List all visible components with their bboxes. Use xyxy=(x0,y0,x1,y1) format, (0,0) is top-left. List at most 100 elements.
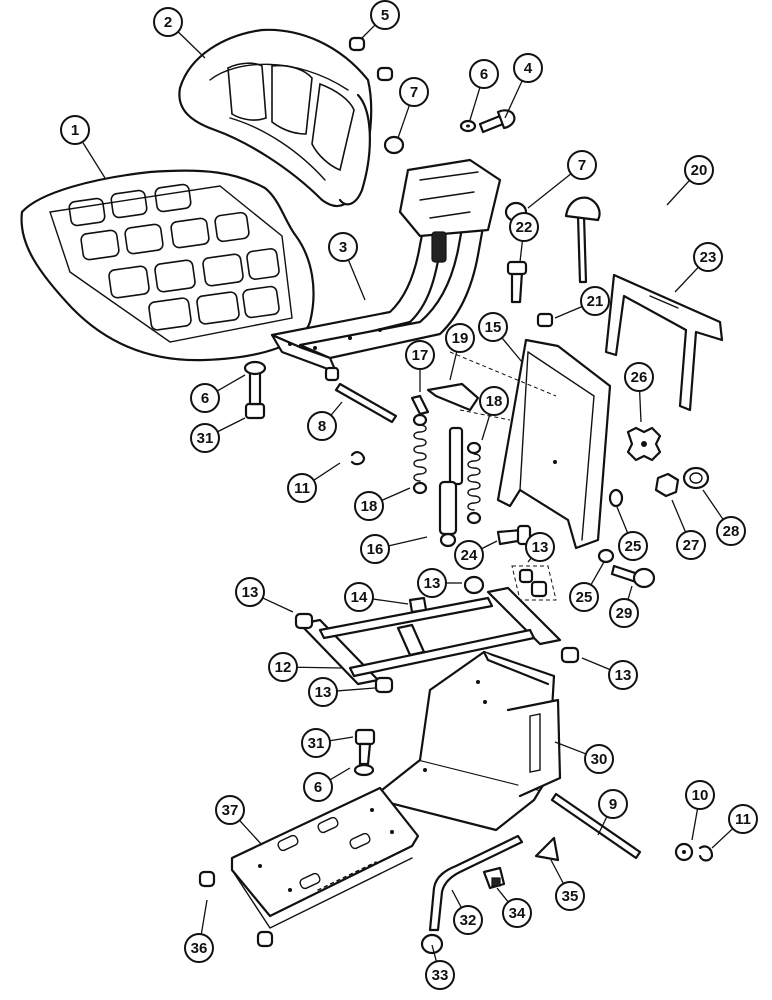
bush-28 xyxy=(682,466,710,490)
leader-line-15 xyxy=(501,337,523,363)
callout-number: 18 xyxy=(486,393,503,410)
callout-circle xyxy=(478,312,508,342)
callout-31: 31 xyxy=(190,423,220,453)
leader-line-7 xyxy=(527,173,572,209)
callout-13: 13 xyxy=(235,577,265,607)
callout-circle xyxy=(303,772,333,802)
callout-number: 31 xyxy=(197,430,214,447)
callout-number: 31 xyxy=(308,735,325,752)
callout-13: 13 xyxy=(417,568,447,598)
callout-number: 19 xyxy=(452,330,469,347)
star-knob-26 xyxy=(626,426,662,462)
callout-21: 21 xyxy=(580,286,610,316)
callout-25: 25 xyxy=(618,531,648,561)
leader-line-6 xyxy=(469,87,481,121)
callout-number: 24 xyxy=(461,547,478,564)
callout-number: 28 xyxy=(723,523,740,540)
callout-number: 11 xyxy=(294,480,310,497)
callout-number: 33 xyxy=(432,967,449,984)
lever-rod-32 xyxy=(428,834,524,932)
base-bracket-30 xyxy=(376,650,562,832)
callout-27: 27 xyxy=(676,530,706,560)
callout-circle xyxy=(618,531,648,561)
callout-number: 18 xyxy=(361,498,378,515)
leader-line-5 xyxy=(361,24,376,39)
callout-circle xyxy=(580,286,610,316)
callout-number: 35 xyxy=(562,888,579,905)
leader-line-4 xyxy=(504,80,523,119)
callout-13: 13 xyxy=(525,532,555,562)
callout-circle xyxy=(307,411,337,441)
callout-number: 10 xyxy=(692,787,709,804)
callout-33: 33 xyxy=(425,960,455,990)
callout-17: 17 xyxy=(405,340,435,370)
leader-line-2 xyxy=(177,31,206,59)
callout-circle xyxy=(454,540,484,570)
callout-37: 37 xyxy=(215,795,245,825)
callout-circle xyxy=(453,905,483,935)
leader-line-37 xyxy=(238,819,263,846)
leader-line-35 xyxy=(550,859,565,884)
leader-line-34 xyxy=(496,887,509,903)
callout-18: 18 xyxy=(354,491,384,521)
bush-36 xyxy=(198,870,274,948)
seat-backrest xyxy=(178,28,373,208)
callout-number: 11 xyxy=(735,811,751,828)
callout-number: 22 xyxy=(516,219,533,236)
callout-circle xyxy=(728,804,758,834)
callout-5: 5 xyxy=(370,0,400,30)
callout-circle xyxy=(716,516,746,546)
callout-circle xyxy=(344,582,374,612)
knob-rod-20 xyxy=(564,196,601,284)
callout-circle xyxy=(268,652,298,682)
callout-circle xyxy=(676,530,706,560)
callout-circle xyxy=(479,386,509,416)
callout-number: 29 xyxy=(616,605,633,622)
callout-circle xyxy=(624,362,654,392)
callout-circle xyxy=(360,534,390,564)
callout-7: 7 xyxy=(567,150,597,180)
callout-1: 1 xyxy=(60,115,90,145)
callout-7: 7 xyxy=(399,77,429,107)
callout-number: 37 xyxy=(222,802,239,819)
circlip-11-lower xyxy=(698,845,714,862)
leader-line-14 xyxy=(372,598,409,605)
callout-circle xyxy=(608,660,638,690)
callout-number: 27 xyxy=(683,537,700,554)
callout-labels: 1234566677891011111213131313131415161718… xyxy=(60,0,758,990)
callout-number: 12 xyxy=(275,659,292,676)
callout-number: 7 xyxy=(578,157,586,174)
callout-circle xyxy=(555,881,585,911)
callout-number: 1 xyxy=(71,122,79,139)
callout-18: 18 xyxy=(479,386,509,416)
callout-13: 13 xyxy=(608,660,638,690)
callout-number: 7 xyxy=(410,84,418,101)
callout-number: 26 xyxy=(631,369,648,386)
leader-line-6 xyxy=(216,374,246,392)
callout-circle xyxy=(509,212,539,242)
pin-35 xyxy=(534,836,560,862)
callout-8: 8 xyxy=(307,411,337,441)
callout-circle xyxy=(567,150,597,180)
callout-number: 16 xyxy=(367,541,384,558)
callout-circle xyxy=(301,728,331,758)
base-plate-37 xyxy=(230,786,420,929)
callout-circle xyxy=(190,423,220,453)
callout-circle xyxy=(370,0,400,30)
callout-circle xyxy=(405,340,435,370)
leader-line-22 xyxy=(519,240,524,263)
callout-circle xyxy=(60,115,90,145)
lever-19 xyxy=(426,351,557,421)
callout-28: 28 xyxy=(716,516,746,546)
leader-line-13 xyxy=(262,597,294,613)
callout-number: 17 xyxy=(412,347,429,364)
callout-number: 2 xyxy=(164,14,172,31)
upright-15 xyxy=(496,338,612,550)
leader-line-27 xyxy=(671,499,687,533)
callout-circle xyxy=(287,473,317,503)
leader-line-20 xyxy=(666,179,691,206)
callout-number: 34 xyxy=(509,905,526,922)
callout-11: 11 xyxy=(728,804,758,834)
leader-line-26 xyxy=(638,390,642,423)
